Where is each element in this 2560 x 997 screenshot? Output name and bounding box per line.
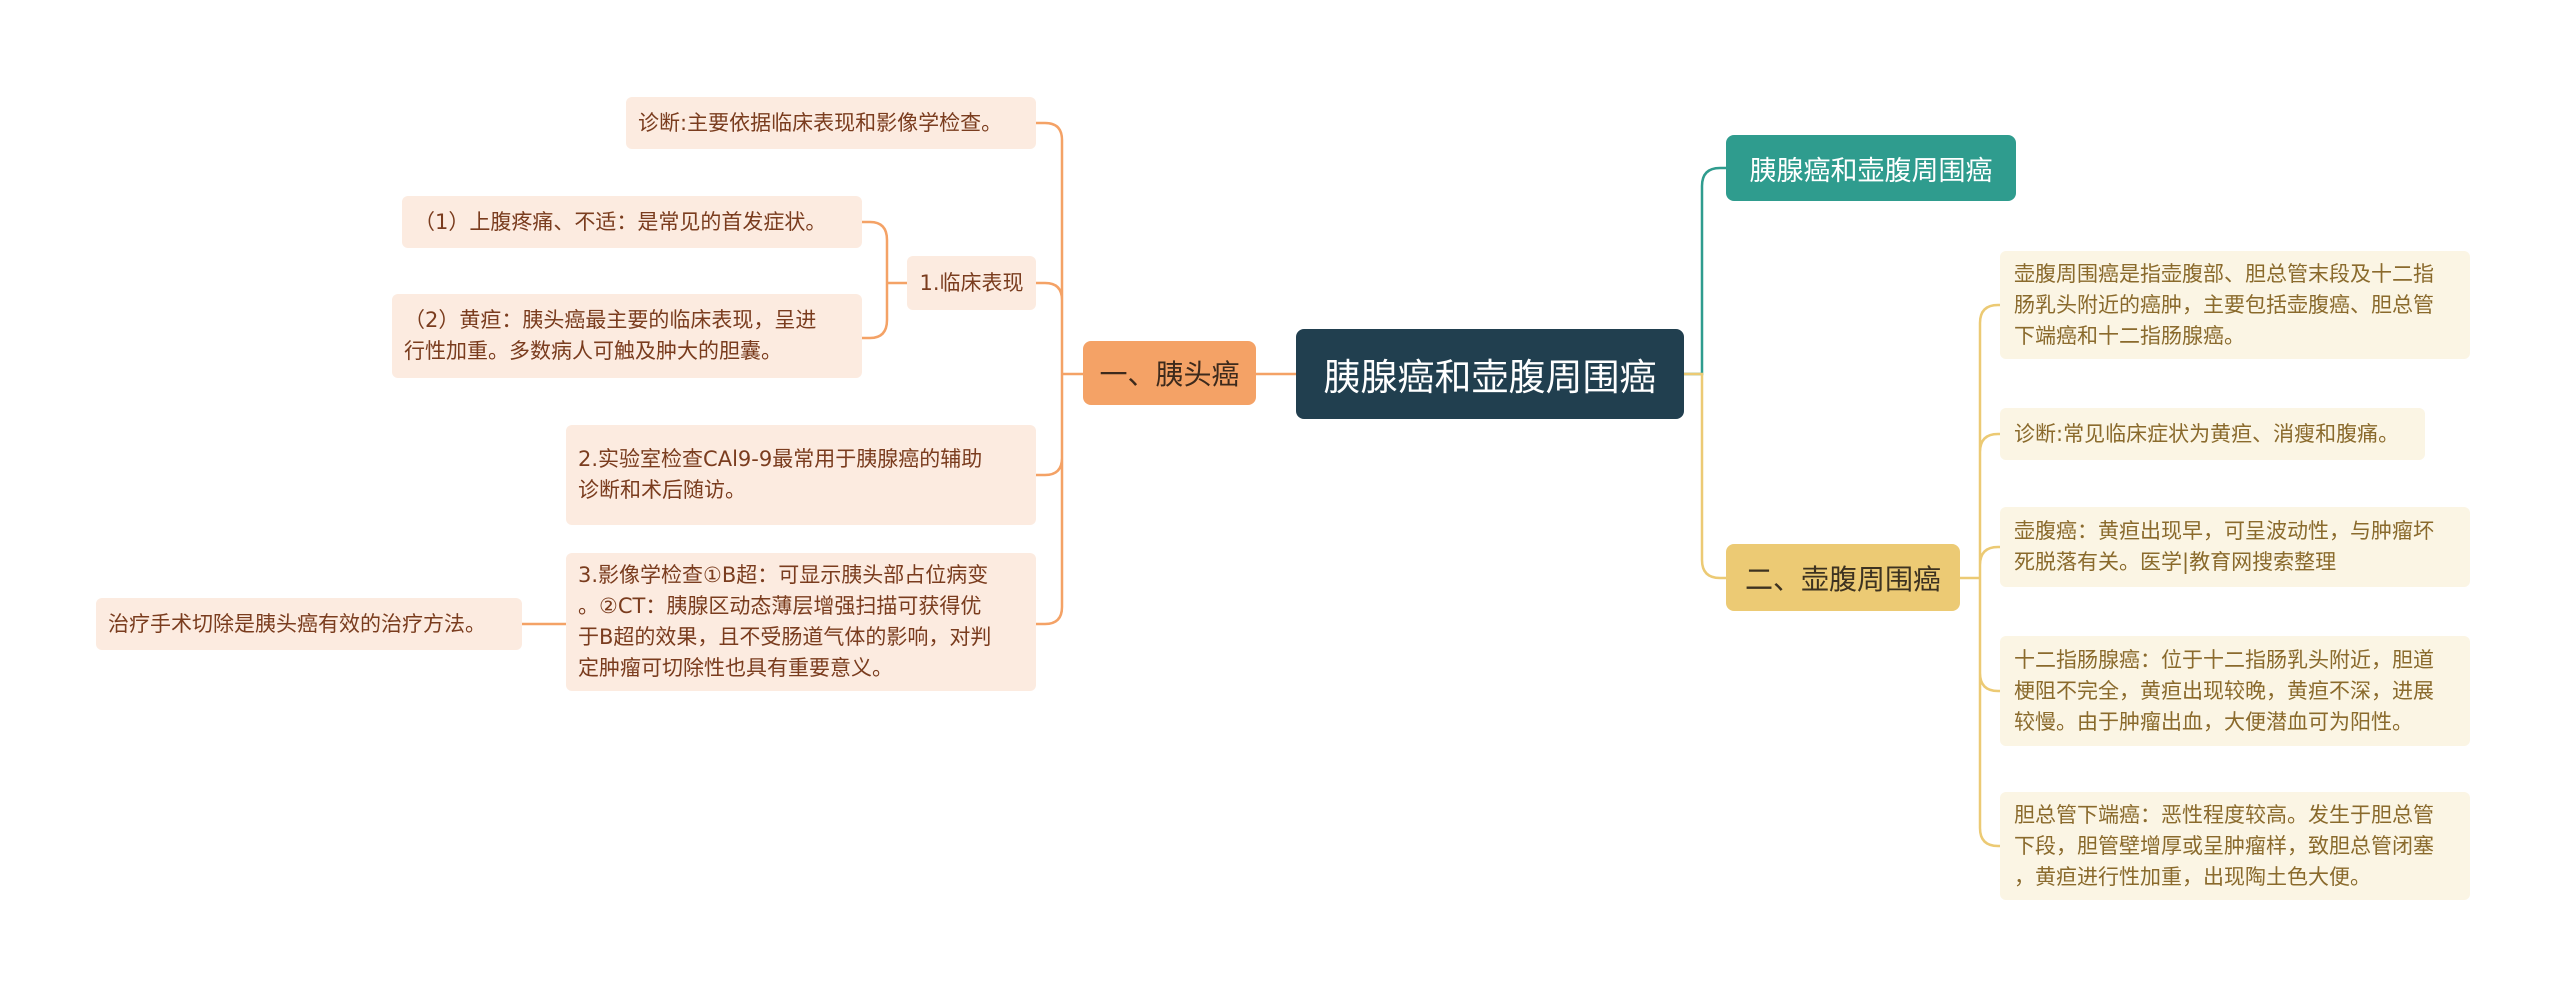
leaf-treatment[interactable]: 治疗手术切除是胰头癌有效的治疗方法。: [96, 598, 522, 650]
leaf-periampullary-definition[interactable]: 壶腹周围癌是指壶腹部、胆总管末段及十二指 肠乳头附近的癌肿，主要包括壶腹癌、胆总…: [2000, 251, 2470, 359]
connector-root-branch3: [1682, 372, 1728, 580]
connector-branch1-children: [1034, 121, 1085, 626]
connector-root-branch2: [1682, 166, 1728, 376]
leaf-head-diagnosis[interactable]: 诊断:主要依据临床表现和影像学检查。: [626, 97, 1036, 149]
branch-periampullary-cancer[interactable]: 二、壶腹周围癌: [1726, 544, 1960, 611]
leaf-periampullary-diagnosis[interactable]: 诊断:常见临床症状为黄疸、消瘦和腹痛。: [2000, 408, 2425, 460]
leaf-ampulla-cancer[interactable]: 壶腹癌：黄疸出现早，可呈波动性，与肿瘤坏 死脱落有关。医学|教育网搜索整理: [2000, 507, 2470, 587]
connector-clinical-items: [860, 220, 909, 340]
root-topic[interactable]: 胰腺癌和壶腹周围癌: [1296, 329, 1684, 419]
branch-pancreatic-head-cancer[interactable]: 一、胰头癌: [1083, 341, 1256, 405]
leaf-imaging[interactable]: 3.影像学检查①B超：可显示胰头部占位病变 。②CT：胰腺区动态薄层增强扫描可获…: [566, 553, 1036, 691]
leaf-clinical-jaundice[interactable]: （2）黄疸：胰头癌最主要的临床表现，呈进 行性加重。多数病人可触及肿大的胆囊。: [392, 294, 862, 378]
leaf-clinical-pain[interactable]: （1）上腹疼痛、不适：是常见的首发症状。: [402, 196, 862, 248]
connector-branch3-children: [1958, 303, 2002, 848]
leaf-duodenal-cancer[interactable]: 十二指肠腺癌：位于十二指肠乳头附近，胆道 梗阻不完全，黄疸出现较晚，黄疸不深，进…: [2000, 636, 2470, 746]
subtopic-clinical[interactable]: 1.临床表现: [907, 256, 1036, 310]
branch-pancreatic-periampullary[interactable]: 胰腺癌和壶腹周围癌: [1726, 135, 2016, 201]
leaf-lab-test[interactable]: 2.实验室检查CAl9-9最常用于胰腺癌的辅助 诊断和术后随访。: [566, 425, 1036, 525]
leaf-bile-duct-cancer[interactable]: 胆总管下端癌：恶性程度较高。发生于胆总管 下段，胆管壁增厚或呈肿瘤样，致胆总管闭…: [2000, 792, 2470, 900]
